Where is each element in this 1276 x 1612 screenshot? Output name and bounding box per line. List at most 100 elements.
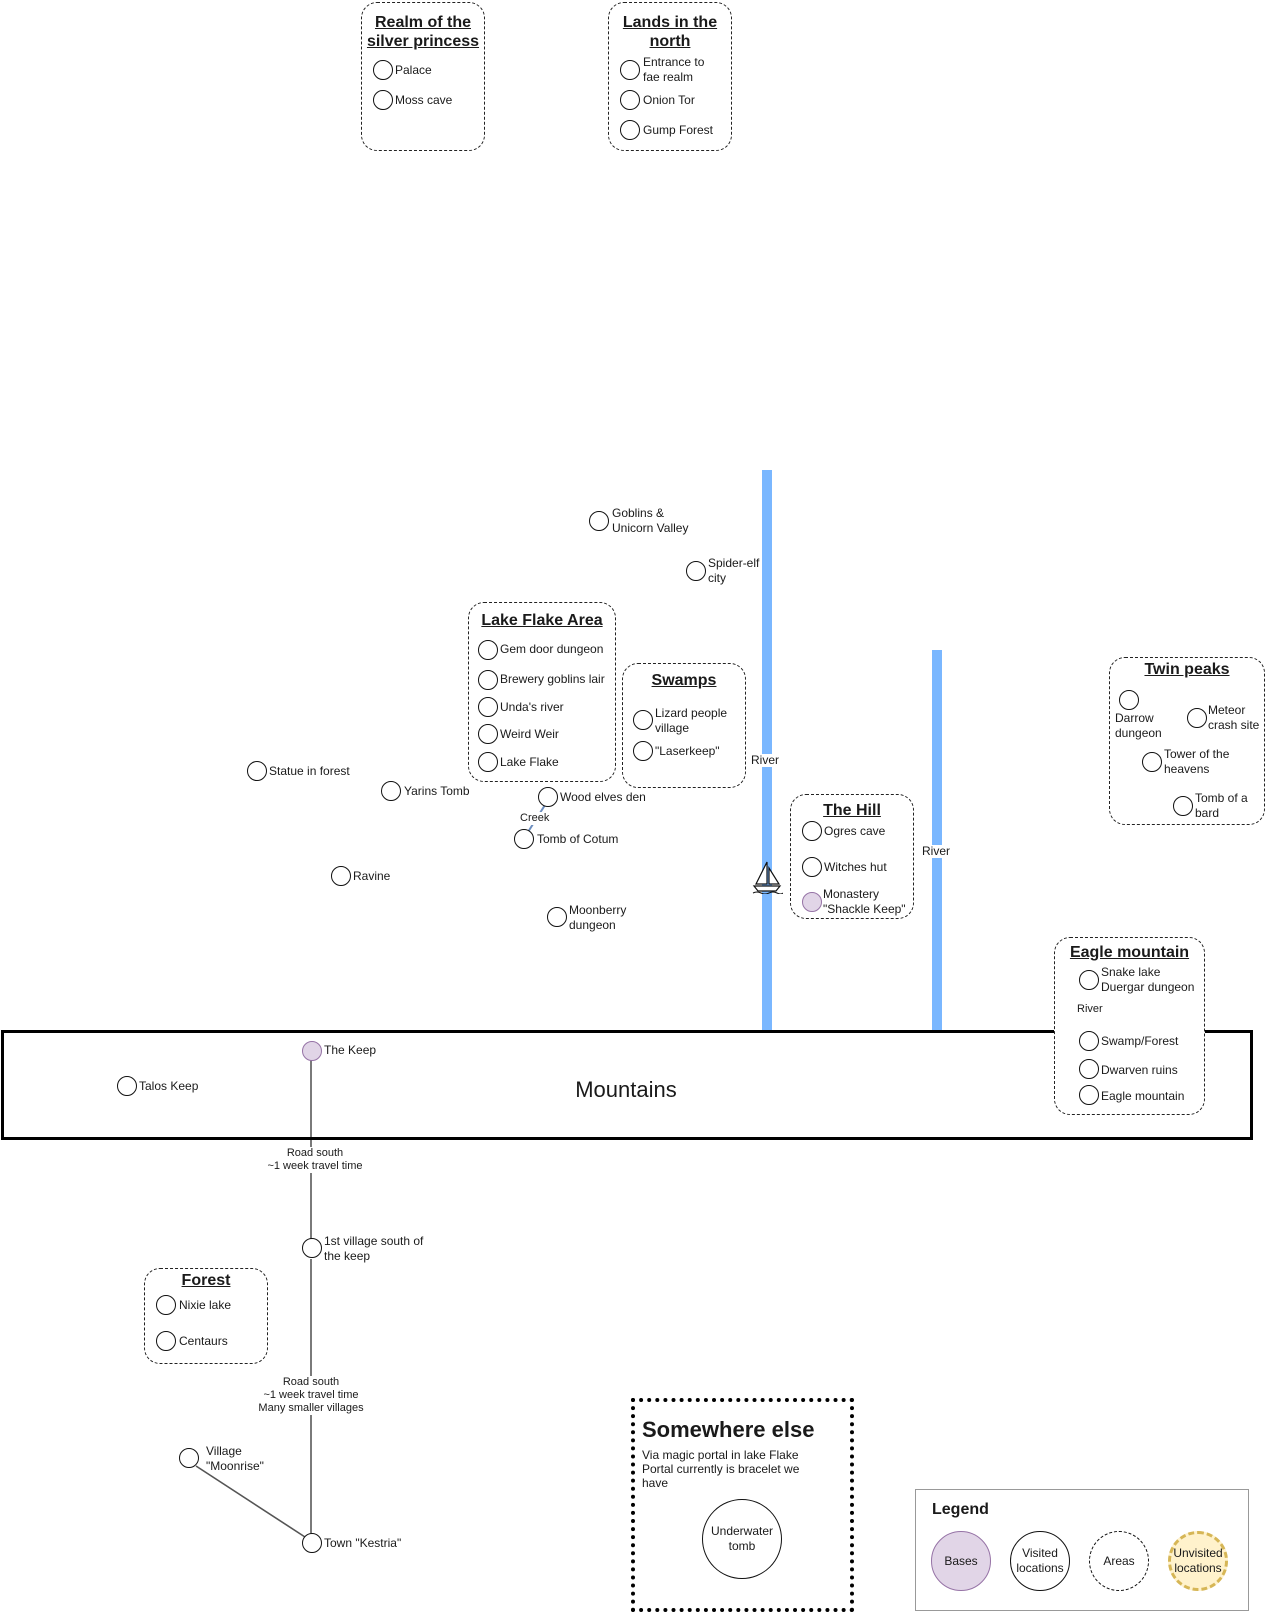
- location-node[interactable]: [478, 670, 498, 690]
- location-label: Goblins & Unicorn Valley: [612, 506, 689, 535]
- location-label: Moss cave: [395, 93, 453, 107]
- base-node[interactable]: [802, 892, 822, 912]
- eagle-river-label: River: [1077, 1003, 1103, 1016]
- base-node[interactable]: [302, 1041, 322, 1061]
- location-label: Swamp/Forest: [1101, 1034, 1179, 1048]
- location-node[interactable]: [1079, 1031, 1099, 1051]
- location-node[interactable]: [547, 907, 567, 927]
- location-node[interactable]: [514, 829, 534, 849]
- location-label: Monastery "Shackle Keep": [823, 887, 906, 916]
- legend-areas-label: Areas: [1103, 1553, 1135, 1568]
- legend-bases-label: Bases: [944, 1553, 978, 1568]
- location-node[interactable]: [381, 781, 401, 801]
- legend-box: [915, 1489, 1249, 1611]
- location-label: "Laserkeep": [655, 744, 720, 758]
- location-node[interactable]: [478, 640, 498, 660]
- location-label: Moonberry dungeon: [569, 903, 627, 932]
- river-right-label: River: [922, 844, 951, 858]
- location-node[interactable]: [179, 1448, 199, 1468]
- location-node[interactable]: [1142, 752, 1162, 772]
- location-label: Dwarven ruins: [1101, 1063, 1178, 1077]
- location-node[interactable]: [331, 866, 351, 886]
- area-forest-title: Forest: [181, 1272, 231, 1289]
- area-the-hill[interactable]: [790, 794, 914, 919]
- location-node[interactable]: [633, 741, 653, 761]
- location-node[interactable]: [620, 120, 640, 140]
- location-node[interactable]: [1079, 1085, 1099, 1105]
- location-label: Nixie lake: [179, 1298, 232, 1312]
- location-node[interactable]: [478, 697, 498, 717]
- location-label: Palace: [395, 63, 432, 77]
- area-north-title: Lands in the north: [622, 14, 718, 50]
- area-forest[interactable]: [144, 1268, 268, 1364]
- location-node[interactable]: [478, 752, 498, 772]
- area-swamps[interactable]: [622, 663, 746, 788]
- location-label: Gump Forest: [643, 123, 714, 137]
- location-node[interactable]: [620, 90, 640, 110]
- legend-unvisited: Unvisited locations: [1168, 1531, 1228, 1591]
- location-label: Lake Flake: [500, 755, 559, 769]
- area-realm[interactable]: [361, 2, 485, 151]
- road-label-2: Road south ~1 week travel time Many smal…: [256, 1376, 366, 1415]
- location-node[interactable]: [373, 90, 393, 110]
- location-node[interactable]: [802, 857, 822, 877]
- area-twin-peaks[interactable]: [1109, 657, 1265, 825]
- location-node[interactable]: [1119, 690, 1139, 710]
- location-label: Centaurs: [179, 1334, 228, 1348]
- location-node[interactable]: [538, 787, 558, 807]
- location-node[interactable]: [1079, 970, 1099, 990]
- location-node[interactable]: [1079, 1059, 1099, 1079]
- location-label: Spider-elf city: [708, 556, 760, 585]
- location-node[interactable]: [302, 1238, 322, 1258]
- location-label: Ogres cave: [824, 824, 886, 838]
- area-realm-title: Realm of the silver princess: [366, 14, 480, 50]
- location-node[interactable]: [156, 1295, 176, 1315]
- mountains-label: Mountains: [575, 1077, 677, 1102]
- location-node[interactable]: [589, 511, 609, 531]
- location-label: Tomb of a bard: [1195, 791, 1248, 820]
- location-label: Talos Keep: [139, 1079, 199, 1093]
- location-node[interactable]: [117, 1076, 137, 1096]
- underwater-tomb-node[interactable]: Underwater tomb: [702, 1499, 782, 1579]
- location-label: Wood elves den: [560, 790, 646, 804]
- river-right: [932, 650, 942, 1030]
- legend-visited: Visited locations: [1010, 1531, 1070, 1591]
- area-eagle-mountain[interactable]: [1054, 937, 1205, 1115]
- location-label: Village "Moonrise": [206, 1444, 264, 1473]
- location-label: Yarins Tomb: [404, 784, 470, 798]
- boat-icon: [752, 861, 783, 894]
- location-node[interactable]: [802, 821, 822, 841]
- location-label: Meteor crash site: [1208, 703, 1260, 732]
- legend-bases: Bases: [931, 1531, 991, 1591]
- location-label: Tower of the heavens: [1164, 747, 1230, 776]
- location-node[interactable]: [247, 761, 267, 781]
- area-north[interactable]: [608, 2, 732, 151]
- location-label: Unda's river: [500, 700, 564, 714]
- location-node[interactable]: [478, 724, 498, 744]
- location-label: Snake lake Duergar dungeon: [1101, 965, 1195, 994]
- location-node[interactable]: [633, 710, 653, 730]
- location-node[interactable]: [1187, 708, 1207, 728]
- underwater-tomb-label: Underwater tomb: [710, 1524, 774, 1553]
- mountains-band: [1, 1030, 1253, 1140]
- location-node[interactable]: [302, 1533, 322, 1553]
- location-node[interactable]: [620, 60, 640, 80]
- area-lake-flake-title: Lake Flake Area: [481, 612, 603, 629]
- location-node[interactable]: [156, 1331, 176, 1351]
- somewhere-else-note: Via magic portal in lake Flake Portal cu…: [642, 1448, 800, 1490]
- legend-visited-label: Visited locations: [1016, 1546, 1064, 1575]
- location-label: Town "Kestria": [324, 1536, 402, 1550]
- legend-unvisited-label: Unvisited locations: [1173, 1546, 1223, 1575]
- location-node[interactable]: [1173, 796, 1193, 816]
- location-label: Tomb of Cotum: [537, 832, 619, 846]
- creek-label: Creek: [520, 812, 550, 825]
- somewhere-else-box[interactable]: [631, 1398, 854, 1612]
- location-node[interactable]: [686, 561, 706, 581]
- river-left: [762, 470, 772, 1030]
- area-lake-flake[interactable]: [468, 602, 616, 782]
- location-node[interactable]: [373, 60, 393, 80]
- area-swamps-title: Swamps: [651, 672, 717, 689]
- location-label: Witches hut: [824, 860, 887, 874]
